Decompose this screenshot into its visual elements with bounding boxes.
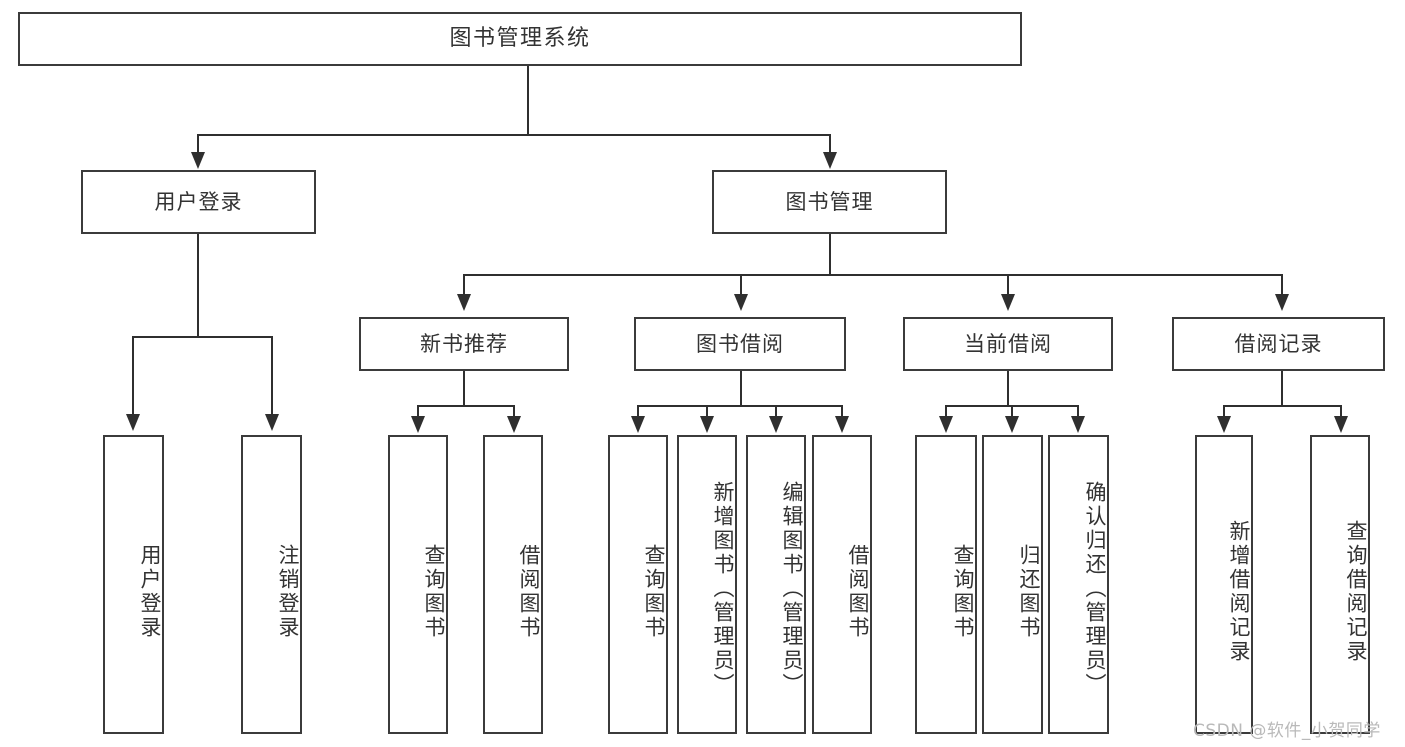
connector-to-book-borrow	[740, 274, 742, 296]
arrowhead-to-borrow-record	[1275, 294, 1289, 311]
connector-nbr-leaf2	[513, 405, 515, 418]
connector-root-stem	[527, 66, 529, 134]
leaf-label: 查询图书	[642, 543, 666, 640]
leaf-label: 编辑图书（管理员）	[780, 480, 804, 697]
leaf-query-book-current[interactable]: 查询图书	[915, 435, 977, 734]
connector-br-leaf2	[1340, 405, 1342, 418]
leaf-logout-login[interactable]: 注销登录	[241, 435, 302, 734]
connector-book-management-stem	[829, 234, 831, 274]
arrowhead-to-book-management	[823, 152, 837, 169]
connector-user-login-leaf1	[132, 336, 134, 416]
connector-to-current-borrow	[1007, 274, 1009, 296]
leaf-borrow-book-recommend[interactable]: 借阅图书	[483, 435, 543, 734]
connector-new-book-recommend-bus	[417, 405, 514, 407]
leaf-add-book-admin[interactable]: 新增图书（管理员）	[677, 435, 737, 734]
leaf-edit-book-admin[interactable]: 编辑图书（管理员）	[746, 435, 806, 734]
node-user-login[interactable]: 用户登录	[81, 170, 316, 234]
connector-bb-leaf3	[775, 405, 777, 418]
connector-bb-leaf1	[637, 405, 639, 418]
leaf-label: 新增借阅记录	[1227, 519, 1251, 664]
connector-borrow-record-bus	[1223, 405, 1341, 407]
leaf-label: 查询借阅记录	[1344, 519, 1368, 664]
connector-cb-leaf1	[945, 405, 947, 418]
arrowhead-to-current-borrow	[1001, 294, 1015, 311]
leaf-label: 借阅图书	[517, 543, 541, 640]
leaf-borrow-book[interactable]: 借阅图书	[812, 435, 872, 734]
arrowhead-nbr-leaf1	[411, 416, 425, 433]
connector-br-leaf1	[1223, 405, 1225, 418]
connector-level3-bus	[463, 274, 1281, 276]
arrowhead-cb-leaf2	[1005, 416, 1019, 433]
arrowhead-user-login-leaf1	[126, 414, 140, 431]
arrowhead-cb-leaf1	[939, 416, 953, 433]
arrowhead-bb-leaf1	[631, 416, 645, 433]
connector-to-new-book-recommend	[463, 274, 465, 296]
leaf-return-book[interactable]: 归还图书	[982, 435, 1043, 734]
arrowhead-cb-leaf3	[1071, 416, 1085, 433]
connector-user-login-stem	[197, 234, 199, 336]
connector-cb-leaf2	[1011, 405, 1013, 418]
connector-root-to-user-login	[197, 134, 199, 154]
arrowhead-br-leaf2	[1334, 416, 1348, 433]
leaf-label: 查询图书	[951, 543, 975, 640]
leaf-label: 归还图书	[1017, 543, 1041, 640]
watermark-text: CSDN @软件_小贺同学	[1193, 721, 1381, 741]
leaf-label: 查询图书	[422, 543, 446, 640]
leaf-query-book-borrow[interactable]: 查询图书	[608, 435, 668, 734]
arrowhead-user-login-leaf2	[265, 414, 279, 431]
leaf-label: 新增图书（管理员）	[711, 480, 735, 697]
connector-new-book-recommend-stem	[463, 371, 465, 405]
leaf-label: 借阅图书	[846, 543, 870, 640]
connector-bb-leaf4	[841, 405, 843, 418]
node-book-management[interactable]: 图书管理	[712, 170, 947, 234]
connector-user-login-bus	[132, 336, 271, 338]
leaf-label: 注销登录	[276, 543, 300, 640]
leaf-query-borrow-record[interactable]: 查询借阅记录	[1310, 435, 1370, 734]
connector-current-borrow-stem	[1007, 371, 1009, 405]
arrowhead-to-user-login	[191, 152, 205, 169]
connector-cb-leaf3	[1077, 405, 1079, 418]
connector-root-bus	[197, 134, 829, 136]
leaf-label: 用户登录	[138, 543, 162, 640]
arrowhead-to-book-borrow	[734, 294, 748, 311]
arrowhead-br-leaf1	[1217, 416, 1231, 433]
connector-borrow-record-stem	[1281, 371, 1283, 405]
leaf-add-borrow-record[interactable]: 新增借阅记录	[1195, 435, 1253, 734]
leaf-label: 确认归还（管理员）	[1083, 480, 1107, 697]
leaf-query-book-recommend[interactable]: 查询图书	[388, 435, 448, 734]
connector-bb-leaf2	[706, 405, 708, 418]
node-book-borrow[interactable]: 图书借阅	[634, 317, 846, 371]
arrowhead-bb-leaf4	[835, 416, 849, 433]
node-borrow-record[interactable]: 借阅记录	[1172, 317, 1385, 371]
arrowhead-to-new-book-recommend	[457, 294, 471, 311]
connector-to-borrow-record	[1281, 274, 1283, 296]
arrowhead-bb-leaf2	[700, 416, 714, 433]
arrowhead-nbr-leaf2	[507, 416, 521, 433]
connector-user-login-leaf2	[271, 336, 273, 416]
connector-nbr-leaf1	[417, 405, 419, 418]
node-current-borrow[interactable]: 当前借阅	[903, 317, 1113, 371]
node-new-book-recommend[interactable]: 新书推荐	[359, 317, 569, 371]
leaf-user-login[interactable]: 用户登录	[103, 435, 164, 734]
arrowhead-bb-leaf3	[769, 416, 783, 433]
connector-root-to-book-management	[829, 134, 831, 154]
leaf-confirm-return-admin[interactable]: 确认归还（管理员）	[1048, 435, 1109, 734]
connector-book-borrow-bus	[637, 405, 842, 407]
node-root-book-management-system[interactable]: 图书管理系统	[18, 12, 1022, 66]
connector-book-borrow-stem	[740, 371, 742, 405]
